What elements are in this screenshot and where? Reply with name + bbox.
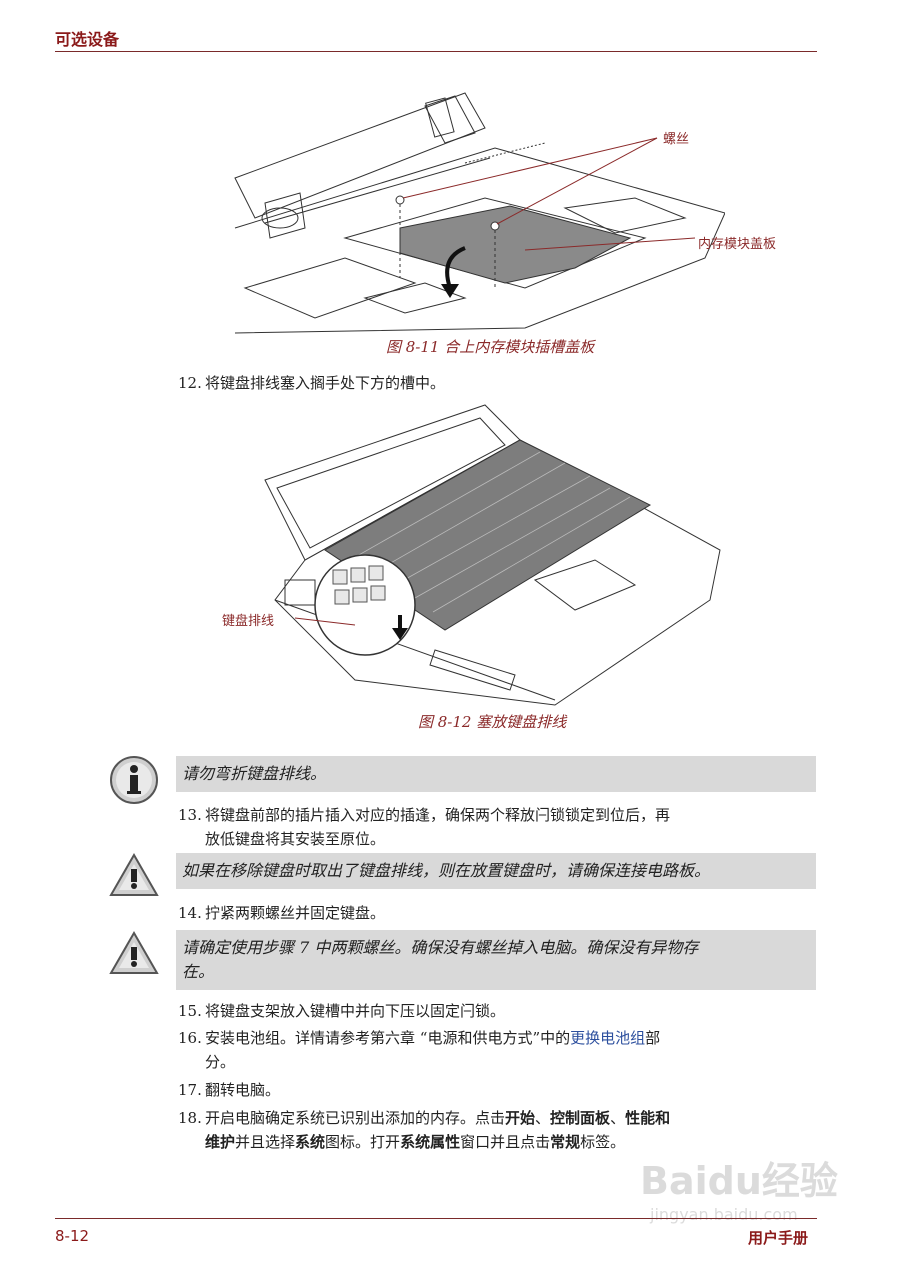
note-box: 请勿弯折键盘排线。 [176,756,816,792]
baidu-watermark: Baidu经验 jingyan.baidu.com [640,1150,838,1224]
step-13: 13.将键盘前部的插片插入对应的插逢，确保两个释放闩锁锁定到位后，再 放低键盘将… [178,803,818,851]
step-14: 14.拧紧两颗螺丝并固定键盘。 [178,901,818,925]
watermark-brand: Baidu经验 [640,1159,838,1203]
step-number: 14. [178,904,202,922]
note-text: 请勿弯折键盘排线。 [182,764,327,783]
step-15: 15.将键盘支架放入键槽中并向下压以固定闩锁。 [178,999,818,1023]
callout-memory-cover: 内存模块盖板 [698,237,777,252]
step-number: 17. [178,1081,202,1099]
step-16: 16.安装电池组。详情请参考第六章 “电源和供电方式”中的更换电池组部 分。 [178,1026,818,1074]
ui-term-general: 常规 [550,1133,581,1151]
step-text: 、 [535,1109,551,1127]
step-number: 13. [178,806,202,824]
caution-text-line1: 请确定使用步骤 7 中两颗螺丝。确保没有螺丝掉入电脑。确保没有异物存 [182,938,699,957]
figure-caption-8-12: 图 8-12 塞放键盘排线 [418,713,567,731]
callout-screw: 螺丝 [663,132,690,147]
warning-icon [109,852,159,896]
step-number: 12. [178,374,202,392]
step-text-line2: 放低键盘将其安装至原位。 [205,830,386,848]
step-number: 16. [178,1029,202,1047]
step-12: 12.将键盘排线塞入搁手处下方的槽中。 [178,371,818,395]
caution-text: 如果在移除键盘时取出了键盘排线，则在放置键盘时，请确保连接电路板。 [182,861,711,880]
callout-keyboard-cable: 键盘排线 [222,614,275,629]
step-number: 15. [178,1002,202,1020]
step-number: 18. [178,1109,202,1127]
ui-term-performance: 性能和 [625,1109,671,1127]
ui-term-maintenance: 维护 [205,1133,236,1151]
step-text: 将键盘支架放入键槽中并向下压以固定闩锁。 [205,1002,506,1020]
ui-term-system: 系统 [295,1133,326,1151]
ui-term-system-properties: 系统属性 [400,1133,461,1151]
page-number: 8-12 [55,1227,90,1245]
ui-term-control-panel: 控制面板 [550,1109,611,1127]
step-text: 将键盘排线塞入搁手处下方的槽中。 [205,374,446,392]
step-text: 安装电池组。详情请参考第六章 “电源和供电方式”中的 [205,1029,571,1047]
step-text: 窗口并且点击 [460,1133,551,1151]
info-icon [110,756,158,804]
header-title: 可选设备 [55,30,120,49]
footer-divider [55,1218,817,1219]
step-18: 18.开启电脑确定系统已识别出添加的内存。点击开始、控制面板、性能和 维护并且选… [178,1106,818,1154]
step-text-line1: 将键盘前部的插片插入对应的插逢，确保两个释放闩锁锁定到位后，再 [205,806,671,824]
step-17: 17.翻转电脑。 [178,1078,818,1102]
step-text-line2: 分。 [205,1053,236,1071]
ui-term-start: 开始 [505,1109,536,1127]
caution-text-line2: 在。 [182,962,215,981]
caution-box: 请确定使用步骤 7 中两颗螺丝。确保没有螺丝掉入电脑。确保没有异物存 在。 [176,930,816,990]
step-text: 标签。 [580,1133,626,1151]
header-divider [55,51,817,52]
caution-box: 如果在移除键盘时取出了键盘排线，则在放置键盘时，请确保连接电路板。 [176,853,816,889]
step-text: 翻转电脑。 [205,1081,281,1099]
manual-title: 用户手册 [748,1229,809,1247]
step-text: 、 [610,1109,626,1127]
step-text: 并且选择 [235,1133,296,1151]
step-text: 图标。打开 [325,1133,401,1151]
watermark-url: jingyan.baidu.com [650,1205,798,1224]
warning-icon [109,930,159,974]
figure-caption-8-11: 图 8-11 合上内存模块插槽盖板 [386,338,595,356]
memory-cover-illustration [234,92,725,334]
step-text: 拧紧两颗螺丝并固定键盘。 [205,904,386,922]
battery-replace-link[interactable]: 更换电池组 [570,1029,646,1047]
step-text: 开启电脑确定系统已识别出添加的内存。点击 [205,1109,506,1127]
step-text-tail: 部 [645,1029,661,1047]
keyboard-cable-illustration [264,404,721,706]
